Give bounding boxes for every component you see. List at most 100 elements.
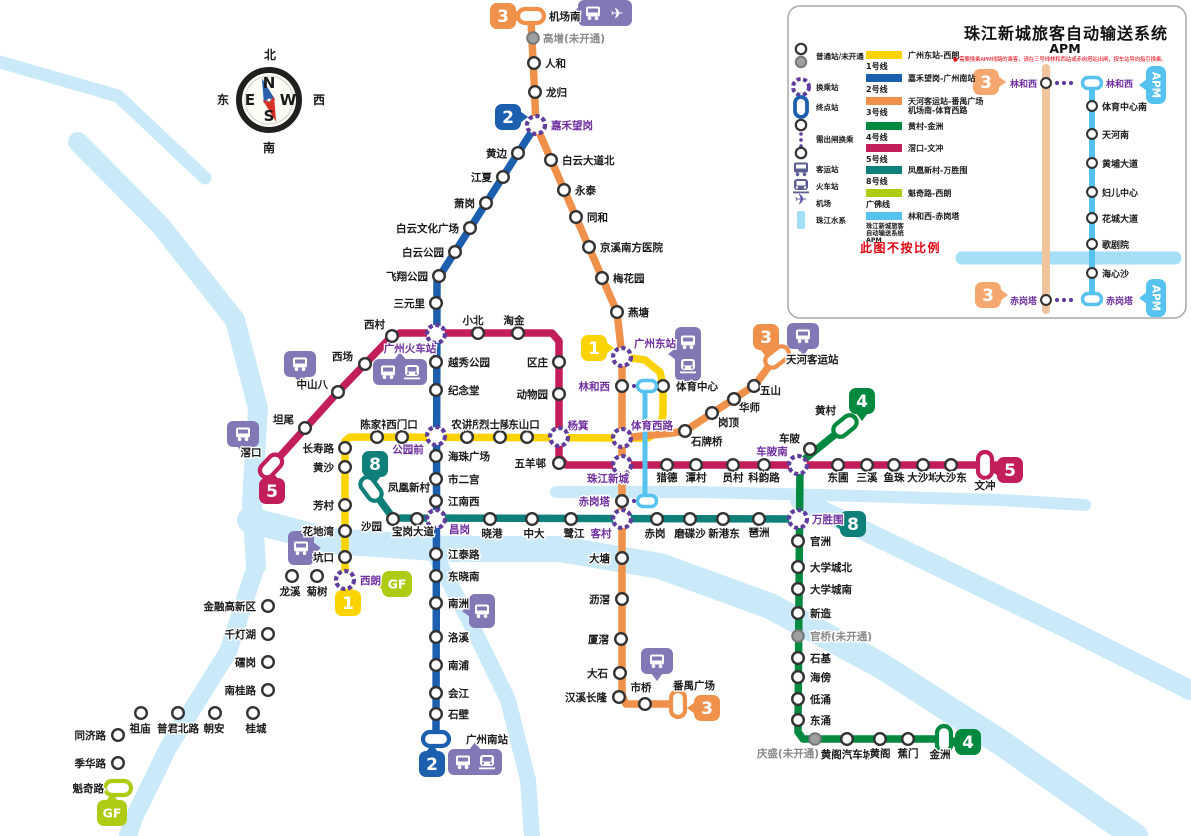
label-广州火车站: 广州火车站 <box>384 342 437 355</box>
station-大学城北: 大学城北 <box>791 560 854 575</box>
station-人和: 人和 <box>527 56 567 71</box>
station-杨箕: 杨箕 <box>547 418 590 449</box>
badge-pointer <box>571 7 579 19</box>
label-区庄: 区庄 <box>527 356 548 369</box>
station-西门口: 西门口 <box>385 417 419 445</box>
line-badge-8: 8 <box>833 511 866 537</box>
label-磨碟沙: 磨碟沙 <box>673 527 706 540</box>
legend-line-desc: 凤凰新村-万胜围 <box>908 165 967 175</box>
label-会江: 会江 <box>448 687 469 700</box>
station-marker <box>483 512 498 527</box>
station-滘口: 滘口 <box>239 445 285 480</box>
bus-icon <box>651 664 656 669</box>
line-badge-box <box>997 457 1023 483</box>
station-广州东站: 广州东站 <box>610 336 678 369</box>
station-黄埔大道: 黄埔大道 <box>1086 157 1139 171</box>
bus-icon <box>294 367 299 372</box>
station-marker <box>432 269 447 284</box>
label-京溪南方医院: 京溪南方医院 <box>600 241 663 254</box>
label-猎德: 猎德 <box>657 471 678 484</box>
station-公园前: 公园前 <box>391 424 448 457</box>
station-marker <box>511 326 526 341</box>
station-marker <box>613 666 628 681</box>
line-badge-3: 3 <box>973 69 1006 95</box>
station-marker <box>460 430 475 445</box>
label-天河南: 天河南 <box>1102 129 1129 141</box>
station-龙溪: 龙溪 <box>277 569 302 599</box>
station-洛溪: 洛溪 <box>429 630 471 645</box>
label-广州南站: 广州南站 <box>466 733 508 746</box>
label-南浦: 南浦 <box>448 659 469 672</box>
station-marker <box>429 355 444 370</box>
legend-line-name: APM <box>866 237 882 244</box>
label-龙归: 龙归 <box>545 86 567 99</box>
station-marker <box>463 220 478 235</box>
compass-hanzi-east: 东 <box>217 92 229 107</box>
station-大沙地: 大沙地 <box>906 458 940 485</box>
line-badge-box <box>259 478 285 504</box>
label-金融高新区: 金融高新区 <box>203 600 257 613</box>
badge-pointer <box>520 111 528 123</box>
label-厦滘: 厦滘 <box>588 633 609 646</box>
legend-item-label: 需出闸换乘 <box>816 134 854 144</box>
station-祖庙: 祖庙 <box>127 706 152 736</box>
label-白云文化广场: 白云文化广场 <box>396 222 459 235</box>
line-badge-box <box>335 590 361 616</box>
station-marker <box>429 686 444 701</box>
station-白云公园: 白云公园 <box>401 245 463 260</box>
transfer-dot <box>631 383 637 389</box>
station-marker <box>338 460 353 475</box>
station-广州南站: 广州南站 <box>420 729 510 749</box>
station-marker <box>338 498 353 513</box>
station-marker <box>595 271 610 286</box>
label-朝安: 朝安 <box>204 722 225 735</box>
label-花城大道: 花城大道 <box>1102 213 1138 225</box>
transfer-dot <box>1054 297 1060 303</box>
label-体育中心南: 体育中心南 <box>1102 101 1147 113</box>
station-marker <box>338 441 353 456</box>
label-东晓南: 东晓南 <box>448 570 480 583</box>
station-大沙东: 大沙东 <box>934 458 968 485</box>
station-marker <box>310 569 325 584</box>
station-区庄: 区庄 <box>526 355 567 370</box>
station-marker <box>678 424 693 439</box>
label-新港东: 新港东 <box>708 527 740 540</box>
line-badge-box <box>382 571 412 597</box>
bus-icon <box>795 172 800 177</box>
label-石壁: 石壁 <box>447 708 469 721</box>
bus-icon <box>457 765 462 770</box>
train-icon <box>489 762 493 765</box>
label-黄边: 黄边 <box>486 147 507 160</box>
legend-river-swatch <box>797 211 805 229</box>
station-桂城: 桂城 <box>243 706 268 736</box>
legend-line-desc: 魁奇路-西朗 <box>908 188 951 198</box>
line-badge-text: APM <box>1150 72 1162 98</box>
badge-pointer <box>462 605 470 617</box>
badge-pointer <box>1139 292 1147 304</box>
line-badge-text: 3 <box>980 73 992 93</box>
station-天河南: 天河南 <box>1086 128 1130 142</box>
legend-item-pair: 普通站/未开通 <box>794 42 865 69</box>
legend-line-name: 4号线 <box>866 132 888 142</box>
label-公园前: 公园前 <box>392 443 424 456</box>
station-高增(未开通): 高增(未开通) <box>526 31 606 46</box>
terminal-marker <box>257 452 285 480</box>
legend-line-desc: 广州东站-西朗 <box>908 50 959 60</box>
station-白云文化广场: 白云文化广场 <box>395 220 478 236</box>
label-大塘: 大塘 <box>589 552 610 565</box>
station-黄边: 黄边 <box>485 146 526 161</box>
interchange-marker <box>786 507 810 531</box>
station-marker <box>207 706 222 721</box>
label-魁奇路: 魁奇路 <box>73 782 105 795</box>
label-五山: 五山 <box>760 384 781 397</box>
station-永泰: 永泰 <box>557 183 598 198</box>
station-marker <box>552 456 567 471</box>
station-apm赤岗塔 <box>635 493 659 509</box>
transfer-dot <box>631 498 637 504</box>
compass-needle <box>261 78 277 122</box>
station-林和西: 林和西 <box>577 379 630 394</box>
legend-item-term: 终点站 <box>793 95 840 119</box>
legend-item-bus: 客运站 <box>794 162 840 177</box>
legend-item-label: 普通站/未开通 <box>816 51 864 61</box>
